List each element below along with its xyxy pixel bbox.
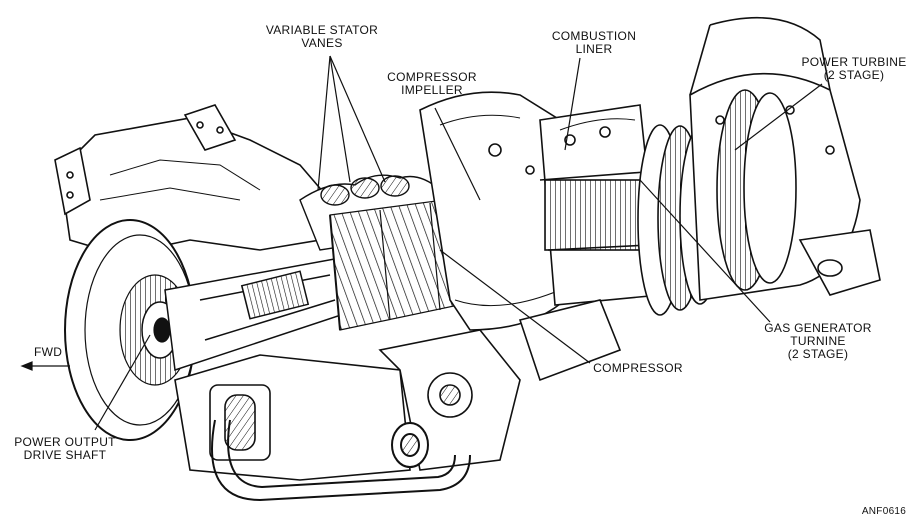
label-variable-stator-vanes: VARIABLE STATOR VANES (262, 24, 382, 50)
leader-gas-generator (639, 179, 771, 323)
label-power-output-line2: DRIVE SHAFT (23, 448, 107, 462)
label-combustion-liner-line1: COMBUSTION (551, 29, 637, 43)
label-power-turbine: POWER TURBINE (2 STAGE) (792, 56, 916, 82)
label-power-output-drive-shaft: POWER OUTPUT DRIVE SHAFT (10, 436, 120, 462)
label-gas-generator-line1: GAS GENERATOR (764, 321, 872, 335)
leader-compressor-impeller (434, 107, 481, 201)
fwd-arrowhead (20, 361, 33, 371)
label-compressor-impeller: COMPRESSOR IMPELLER (378, 71, 486, 97)
leader-lines (20, 55, 823, 431)
output-flange (64, 219, 196, 441)
leader-power-output (94, 334, 151, 431)
label-compressor-impeller-line2: IMPELLER (401, 83, 463, 97)
label-compressor: COMPRESSOR (588, 362, 688, 375)
leader-combustion-liner (564, 57, 581, 151)
label-power-output-line1: POWER OUTPUT (14, 435, 116, 449)
label-compressor-impeller-line1: COMPRESSOR (387, 70, 477, 84)
label-fwd-text: FWD (34, 345, 63, 359)
label-variable-stator-vanes-line2: VANES (301, 36, 343, 50)
reduction-gearbox-housing (54, 104, 331, 256)
label-compressor-line1: COMPRESSOR (593, 361, 683, 375)
label-combustion-liner-line2: LINER (575, 42, 613, 56)
combustion-section (539, 104, 661, 306)
leader-power-turbine (734, 83, 823, 151)
label-gas-generator-turbine: GAS GENERATOR TURNINE (2 STAGE) (762, 322, 874, 361)
power-turbine-exhaust (689, 16, 881, 301)
label-gas-generator-line2: TURNINE (790, 334, 846, 348)
label-fwd: FWD (34, 346, 74, 359)
figure-id: ANF0616 (861, 506, 907, 517)
leader-variable-stator-1 (317, 55, 331, 191)
output-shaft-sleeve (164, 257, 351, 371)
label-gas-generator-line3: (2 STAGE) (787, 347, 849, 361)
lower-tube (211, 419, 471, 502)
leader-variable-stator-3 (329, 55, 386, 183)
label-power-turbine-line2: (2 STAGE) (823, 68, 885, 82)
label-power-turbine-line1: POWER TURBINE (801, 55, 907, 69)
label-combustion-liner: COMBUSTION LINER (546, 30, 642, 56)
label-variable-stator-vanes-line1: VARIABLE STATOR (265, 23, 379, 37)
leader-compressor (439, 249, 591, 364)
leader-variable-stator-2 (329, 55, 351, 183)
